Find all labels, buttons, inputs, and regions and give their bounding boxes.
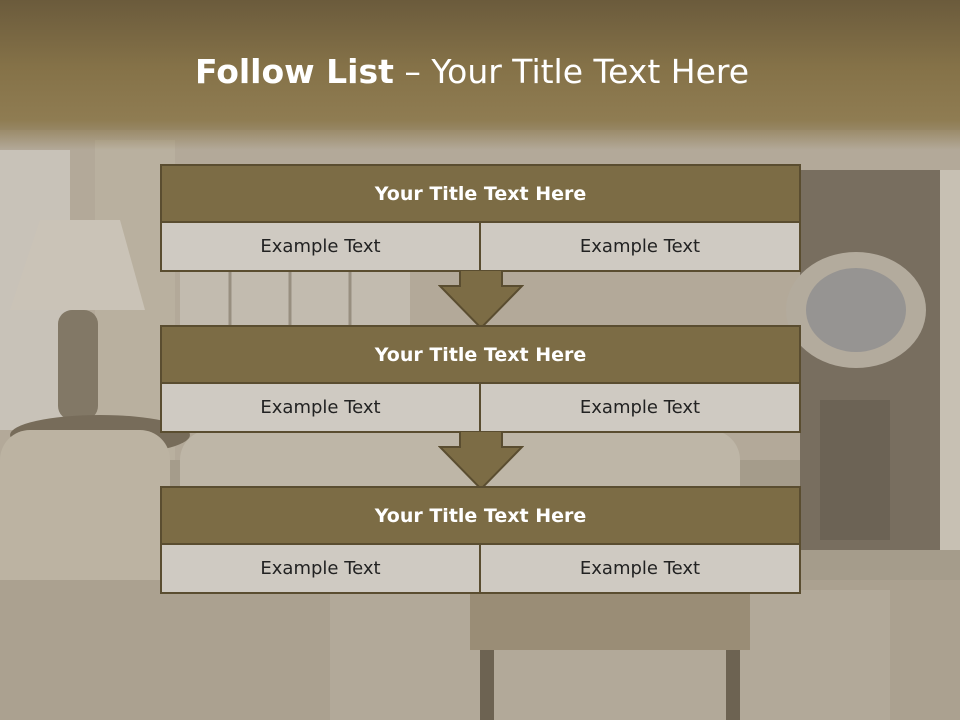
header-band (0, 0, 960, 150)
slide-title-rest: – Your Title Text Here (393, 52, 750, 91)
block-cell-right: Example Text (479, 221, 801, 272)
slide-title: Follow List – Your Title Text Here (0, 52, 944, 91)
block-cell-left: Example Text (160, 221, 481, 272)
block-title: Your Title Text Here (160, 486, 801, 545)
down-arrow-icon (438, 270, 524, 330)
block-cell-left: Example Text (160, 382, 481, 433)
block-title: Your Title Text Here (160, 325, 801, 384)
block-title: Your Title Text Here (160, 164, 801, 223)
block-cell-right: Example Text (479, 382, 801, 433)
block-cell-right: Example Text (479, 543, 801, 594)
slide-title-bold: Follow List (194, 52, 394, 91)
block-cell-left: Example Text (160, 543, 481, 594)
down-arrow-icon (438, 431, 524, 491)
